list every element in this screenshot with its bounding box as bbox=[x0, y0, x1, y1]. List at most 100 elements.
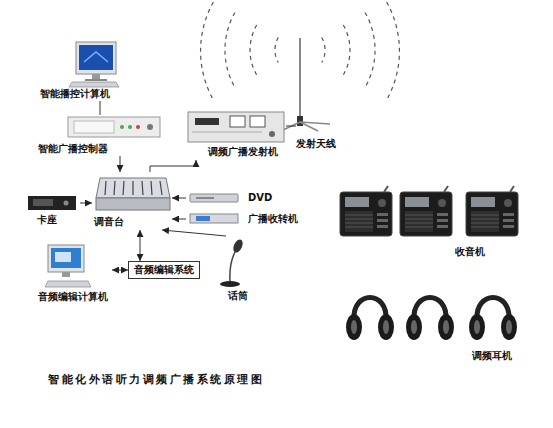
wave-arc bbox=[343, 25, 350, 75]
fader bbox=[114, 181, 115, 195]
led bbox=[136, 125, 140, 129]
knob bbox=[269, 131, 275, 137]
wave-arc bbox=[365, 13, 375, 88]
controller-node: 智能广播控制器 bbox=[38, 115, 163, 156]
signal-connector bbox=[162, 230, 226, 236]
node-label: 话筒 bbox=[228, 290, 248, 302]
fader bbox=[151, 181, 152, 195]
transmitter-node: 调频广播发射机 bbox=[186, 110, 286, 160]
headphone-icon bbox=[469, 298, 517, 341]
radio-icon bbox=[400, 186, 452, 236]
controller-icon bbox=[68, 117, 160, 137]
mixer-node: 调音台 bbox=[92, 172, 172, 230]
headphone-icon bbox=[346, 298, 394, 341]
rack-unit bbox=[68, 117, 160, 137]
radio-icon bbox=[466, 186, 518, 236]
knob bbox=[64, 201, 69, 206]
wave-arc bbox=[322, 38, 325, 63]
computer-icon bbox=[69, 42, 119, 87]
dvd-body bbox=[190, 194, 238, 202]
mic-neck bbox=[230, 252, 235, 281]
mixer-front bbox=[96, 198, 170, 210]
panel-line bbox=[192, 132, 262, 133]
signal-connector bbox=[140, 230, 141, 261]
node-label: 卡座 bbox=[37, 214, 57, 226]
node-label: DVD bbox=[248, 192, 272, 204]
antenna-radial bbox=[283, 122, 300, 130]
led bbox=[120, 125, 124, 129]
device-label: 调频耳机 bbox=[472, 350, 512, 362]
deck-slot bbox=[33, 199, 53, 206]
fader bbox=[123, 181, 124, 195]
knob bbox=[147, 124, 153, 130]
node-label: 音频编辑计算机 bbox=[38, 291, 108, 303]
wave-arc bbox=[275, 38, 278, 63]
cassette-deck-icon bbox=[28, 196, 76, 210]
monitor bbox=[76, 42, 116, 74]
receiver-display bbox=[196, 216, 210, 221]
edit-computer-node: 音频编辑计算机 bbox=[38, 243, 112, 304]
led bbox=[128, 125, 132, 129]
receiver-icon bbox=[190, 214, 238, 223]
receiver-node: 广播收转机 bbox=[186, 211, 300, 227]
antenna-mast bbox=[299, 38, 301, 122]
antenna-icon bbox=[283, 38, 330, 131]
edit-computer-icon bbox=[45, 245, 91, 287]
screen bbox=[79, 45, 113, 70]
node-label: 广播收转机 bbox=[248, 213, 298, 225]
antenna-radial bbox=[300, 122, 330, 124]
process-box: 音频编辑系统 bbox=[128, 261, 200, 279]
antenna-base bbox=[297, 116, 303, 126]
deck-body bbox=[28, 196, 76, 210]
fader bbox=[105, 181, 106, 195]
meter bbox=[250, 116, 265, 127]
node-label: 音频编辑系统 bbox=[134, 264, 194, 276]
mic-base bbox=[220, 281, 240, 287]
screen-glow bbox=[84, 52, 108, 62]
figure-caption: 智能化外语听力调频广播系统原理图 bbox=[48, 372, 264, 387]
mic-head bbox=[231, 238, 244, 254]
device-label: 收音机 bbox=[455, 246, 485, 258]
computer-node: 智能播控计算机 bbox=[40, 38, 124, 101]
dvd-node: DVD bbox=[186, 190, 286, 206]
monitor bbox=[48, 245, 84, 272]
transmitter-case bbox=[188, 112, 284, 142]
mixer-top bbox=[96, 178, 170, 198]
signal-connector bbox=[100, 101, 101, 115]
mixer-icon bbox=[96, 178, 170, 210]
signal-connector bbox=[120, 156, 121, 172]
cassette-node: 卡座 bbox=[25, 190, 80, 228]
signal-connector bbox=[112, 270, 128, 271]
fader bbox=[142, 181, 143, 195]
stand bbox=[92, 74, 100, 79]
wave-arc bbox=[225, 13, 235, 88]
signal-connector bbox=[80, 203, 92, 204]
rack-panel bbox=[74, 121, 114, 133]
microphone-node: 话筒 bbox=[210, 236, 258, 303]
node-label: 智能播控计算机 bbox=[40, 88, 110, 100]
screen-window bbox=[55, 252, 71, 262]
stand-base bbox=[85, 79, 107, 81]
fader bbox=[132, 181, 133, 195]
node-label: 发射天线 bbox=[296, 138, 336, 150]
wave-arc bbox=[201, 2, 214, 100]
wave-arc bbox=[250, 25, 257, 75]
keyboard bbox=[45, 281, 91, 287]
signal-connector bbox=[150, 160, 196, 172]
antenna-node: 发射天线 bbox=[296, 40, 346, 152]
signal-connector bbox=[172, 198, 186, 199]
stand bbox=[62, 272, 70, 277]
transmitter-icon bbox=[188, 112, 284, 142]
dvd-icon bbox=[190, 194, 238, 202]
node-label: 调音台 bbox=[94, 216, 124, 228]
headphone-icon bbox=[406, 298, 454, 341]
wave-arc bbox=[387, 2, 400, 100]
keyboard bbox=[69, 82, 119, 87]
display bbox=[195, 118, 219, 125]
microphone-icon bbox=[220, 238, 245, 287]
fader bbox=[160, 181, 162, 195]
dvd-tray bbox=[196, 197, 214, 199]
radio-icon bbox=[340, 186, 392, 236]
node-label: 智能广播控制器 bbox=[38, 143, 108, 155]
